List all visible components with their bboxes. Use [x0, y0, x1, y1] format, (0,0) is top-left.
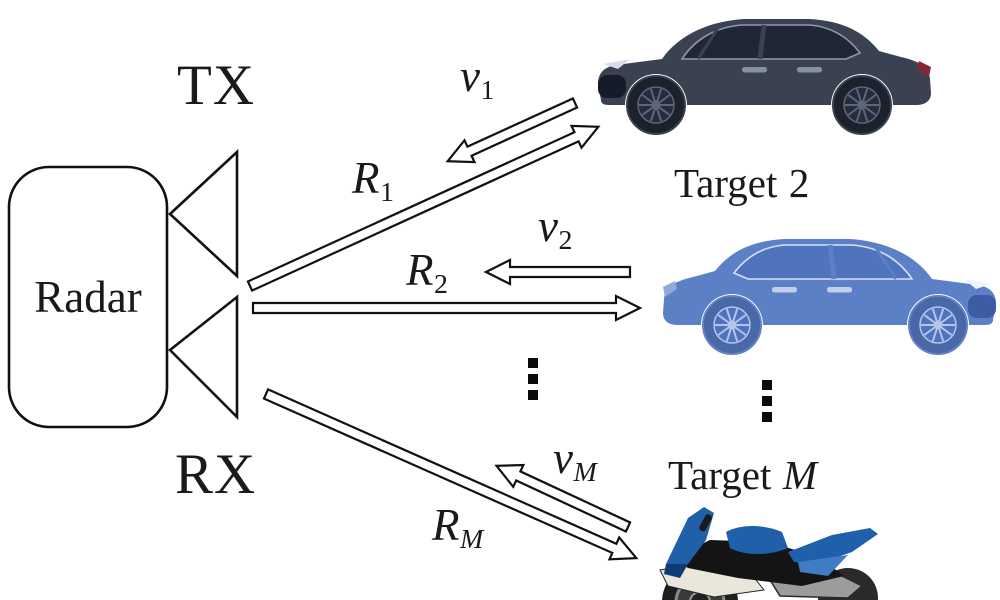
vertical-ellipsis-right	[762, 380, 772, 422]
under-tail	[798, 555, 848, 576]
vertical-ellipsis-left	[528, 358, 538, 400]
velocity-label-1: v1	[460, 51, 495, 106]
arrow-rx-velocity-M	[494, 463, 632, 533]
velocity-label-2: v2	[538, 201, 573, 256]
rear-wheel	[832, 75, 892, 135]
arrow-tx-range-1	[246, 124, 601, 293]
handlebar	[699, 514, 712, 532]
a-pillar	[874, 247, 898, 280]
headlight	[964, 279, 991, 289]
tail-fairing	[788, 528, 878, 564]
arrow-tx-range-M	[262, 387, 639, 561]
rear-wheel	[702, 295, 762, 355]
range-label-1: R1	[352, 153, 394, 208]
door-handle	[772, 287, 797, 293]
tx-antenna-icon	[168, 149, 239, 279]
front-bumper	[598, 75, 626, 98]
headlight	[603, 59, 630, 69]
a-pillar	[696, 27, 720, 60]
windscreen	[666, 507, 714, 564]
frame-body	[672, 540, 844, 586]
taillight	[917, 61, 931, 77]
arrow-rx-velocity-2	[483, 258, 632, 286]
front-wheel	[626, 75, 686, 135]
door-handle	[742, 67, 767, 73]
target-2-blue-sedan-illustration	[663, 239, 996, 355]
radar-box	[7, 165, 169, 429]
front-lower-cowl	[664, 564, 688, 578]
front-wheel	[908, 295, 968, 355]
target-1-dark-sedan-illustration	[598, 19, 931, 135]
range-label-2: R2	[406, 245, 448, 300]
door-handle	[827, 287, 852, 293]
range-label-M: RM	[432, 500, 484, 555]
rx-label: RX	[175, 443, 257, 506]
taillight	[663, 281, 677, 297]
b-pillar	[827, 244, 837, 280]
target-M-motorcycle-illustration	[659, 507, 878, 600]
b-pillar	[757, 24, 767, 60]
velocity-label-M: vM	[553, 433, 597, 488]
fuel-tank	[726, 526, 788, 554]
tx-label: TX	[177, 54, 255, 117]
radar-label: Radar	[34, 271, 142, 322]
rx-antenna-icon	[168, 294, 239, 421]
front-bumper	[968, 295, 996, 318]
arrow-tx-range-2	[251, 294, 643, 322]
arrow-rx-velocity-1	[445, 96, 579, 164]
door-handle	[797, 67, 822, 73]
